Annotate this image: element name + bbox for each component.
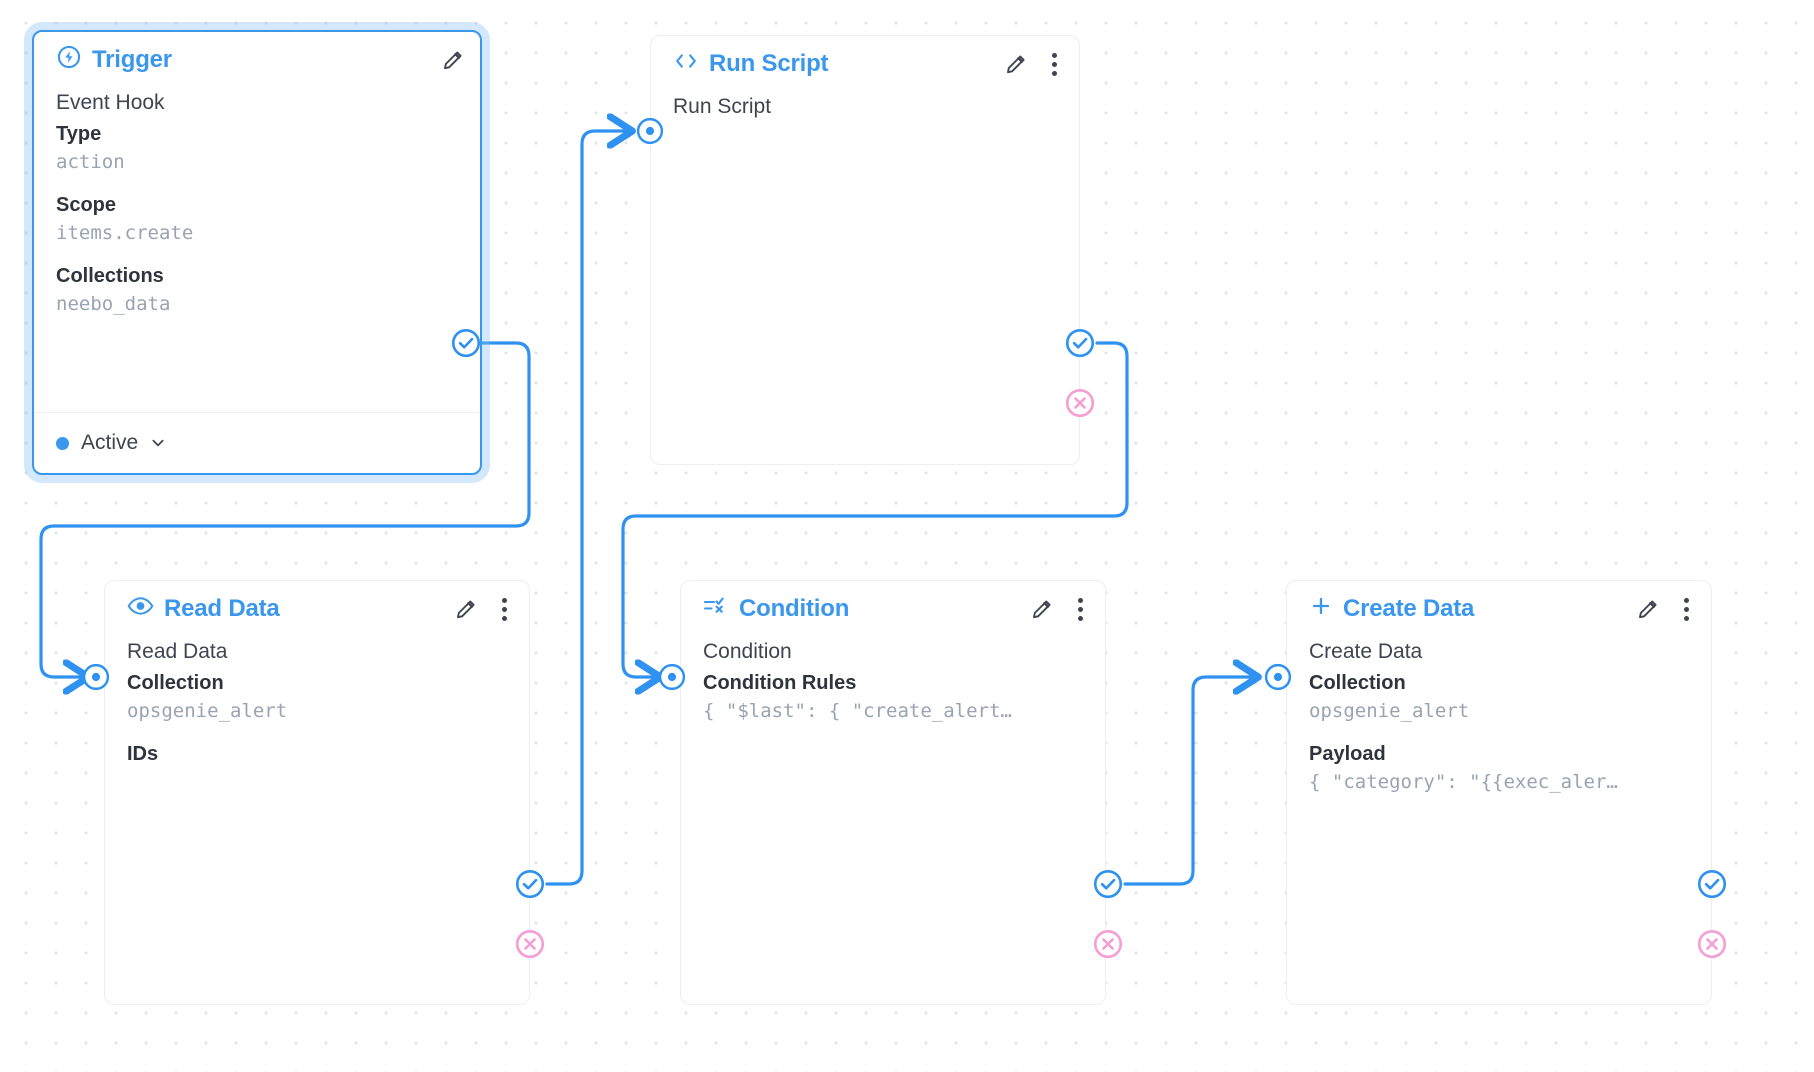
- three-dots-menu-icon[interactable]: [1675, 596, 1697, 622]
- pencil-icon[interactable]: [1003, 51, 1029, 77]
- node-trigger-actions[interactable]: [440, 47, 466, 73]
- node-read-data-input-port[interactable]: [82, 663, 110, 691]
- lightning-bolt-circle-icon: [56, 44, 82, 77]
- field-value-type: action: [56, 151, 125, 174]
- field-label-scope: Scope: [56, 193, 117, 216]
- node-trigger-header: Trigger: [34, 32, 480, 88]
- field-label-ids: IDs: [127, 742, 159, 765]
- node-read-data[interactable]: Read Data Read Data Collection opsgenie_…: [104, 580, 530, 1005]
- node-condition-input-port[interactable]: [658, 663, 686, 691]
- node-condition-reject-port[interactable]: [1093, 929, 1123, 959]
- node-create-data-input-port[interactable]: [1264, 663, 1292, 691]
- node-read-data-title: Read Data: [164, 595, 280, 622]
- pencil-icon[interactable]: [1029, 596, 1055, 622]
- node-create-data-row-name: Create Data: [1309, 640, 1423, 663]
- node-condition-actions[interactable]: [1029, 596, 1091, 622]
- field-value-payload: { "category": "{{exec_aler…: [1309, 771, 1618, 794]
- node-create-data[interactable]: Create Data Create Data Collection opsge…: [1286, 580, 1712, 1005]
- node-trigger-title: Trigger: [92, 46, 172, 73]
- field-label-type: Type: [56, 122, 102, 145]
- node-trigger-resolve-port[interactable]: [451, 328, 481, 358]
- field-value-collection: opsgenie_alert: [127, 700, 288, 723]
- field-label-collections: Collections: [56, 264, 164, 287]
- node-read-data-resolve-port[interactable]: [515, 869, 545, 899]
- node-condition-title-group: Condition: [703, 595, 849, 624]
- node-read-data-body: Read Data Collection opsgenie_alert IDs: [105, 637, 529, 768]
- node-run-script-reject-port[interactable]: [1065, 388, 1095, 418]
- node-run-script-input-port[interactable]: [636, 117, 664, 145]
- node-condition-header: Condition: [681, 581, 1105, 637]
- trigger-status-selector[interactable]: Active: [34, 412, 480, 473]
- field-value-scope: items.create: [56, 222, 194, 245]
- node-condition-resolve-port[interactable]: [1093, 869, 1123, 899]
- node-create-data-reject-port[interactable]: [1697, 929, 1727, 959]
- node-create-data-resolve-port[interactable]: [1697, 869, 1727, 899]
- node-read-data-header: Read Data: [105, 581, 529, 637]
- node-condition-body: Condition Condition Rules { "$last": { "…: [681, 637, 1105, 726]
- node-condition-row-name: Condition: [703, 640, 792, 663]
- field-value-condition-rules: { "$last": { "create_alert…: [703, 700, 1012, 723]
- field-label-payload: Payload: [1309, 742, 1386, 765]
- status-dot: [56, 436, 69, 450]
- filter-check-x-icon: [703, 595, 729, 624]
- field-label-condition-rules: Condition Rules: [703, 671, 857, 694]
- node-run-script-title-group: Run Script: [673, 50, 829, 79]
- node-trigger-title-group: Trigger: [56, 44, 172, 77]
- node-run-script[interactable]: Run Script Run Script: [650, 35, 1080, 465]
- node-create-data-title-group: Create Data: [1309, 594, 1474, 625]
- node-run-script-actions[interactable]: [1003, 51, 1065, 77]
- node-run-script-header: Run Script: [651, 36, 1079, 92]
- pencil-icon[interactable]: [453, 596, 479, 622]
- node-run-script-body: Run Script: [651, 92, 1079, 122]
- node-run-script-title: Run Script: [709, 50, 829, 77]
- node-run-script-resolve-port[interactable]: [1065, 328, 1095, 358]
- node-condition[interactable]: Condition Condition Condition Rules { "$…: [680, 580, 1106, 1005]
- pencil-icon[interactable]: [1635, 596, 1661, 622]
- node-trigger-row-name: Event Hook: [56, 91, 165, 114]
- three-dots-menu-icon[interactable]: [1043, 51, 1065, 77]
- node-create-data-body: Create Data Collection opsgenie_alert Pa…: [1287, 637, 1711, 797]
- field-value-collections: neebo_data: [56, 292, 171, 315]
- status-label: Active: [81, 431, 139, 454]
- plus-icon: [1309, 594, 1333, 625]
- field-label-collection: Collection: [1309, 671, 1406, 694]
- node-read-data-row-name: Read Data: [127, 640, 228, 663]
- three-dots-menu-icon[interactable]: [493, 596, 515, 622]
- node-create-data-actions[interactable]: [1635, 596, 1697, 622]
- pencil-icon[interactable]: [440, 47, 466, 73]
- eye-icon: [127, 595, 154, 623]
- node-read-data-actions[interactable]: [453, 596, 515, 622]
- field-label-collection: Collection: [127, 671, 224, 694]
- node-trigger-body: Event Hook Type action Scope items.creat…: [34, 88, 480, 318]
- code-brackets-icon: [673, 50, 699, 79]
- node-run-script-row-name: Run Script: [673, 95, 772, 118]
- chevron-down-icon[interactable]: [150, 435, 166, 451]
- field-value-collection: opsgenie_alert: [1309, 700, 1470, 723]
- three-dots-menu-icon[interactable]: [1069, 596, 1091, 622]
- node-read-data-title-group: Read Data: [127, 595, 280, 623]
- node-create-data-header: Create Data: [1287, 581, 1711, 637]
- node-condition-title: Condition: [739, 595, 850, 622]
- node-trigger[interactable]: Trigger Event Hook Type action Scope ite…: [32, 30, 482, 475]
- node-read-data-reject-port[interactable]: [515, 929, 545, 959]
- node-create-data-title: Create Data: [1343, 595, 1475, 622]
